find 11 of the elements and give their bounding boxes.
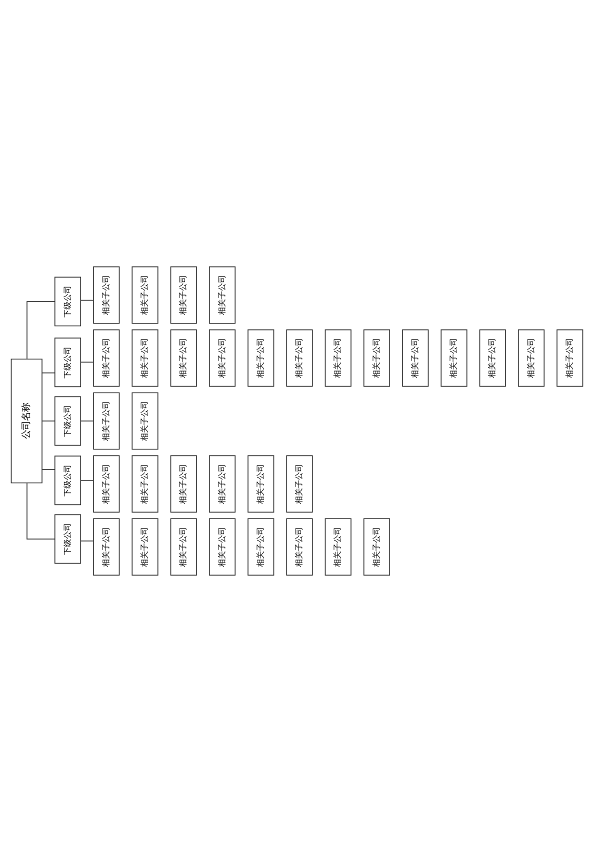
connector <box>26 300 56 359</box>
connector <box>80 299 94 300</box>
connector <box>26 482 56 539</box>
connector <box>80 420 94 421</box>
connector <box>80 540 94 541</box>
connector <box>80 479 94 480</box>
connector <box>42 372 56 373</box>
node-box: 公司名称 <box>10 358 42 483</box>
connector <box>42 468 56 470</box>
connector <box>80 361 94 362</box>
connector <box>42 420 56 421</box>
